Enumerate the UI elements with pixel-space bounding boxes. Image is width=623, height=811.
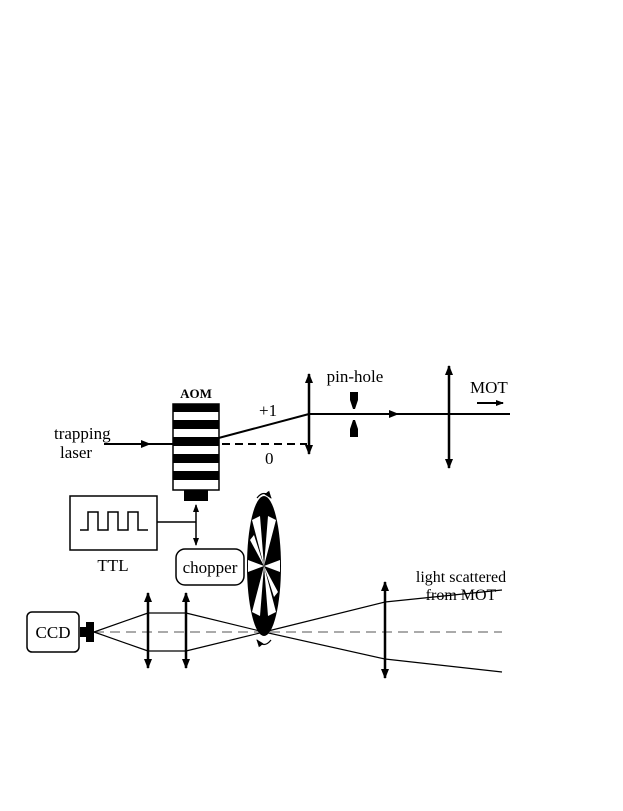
rotation-arrow-bottom [256, 639, 272, 648]
ttl-label: TTL [97, 556, 128, 575]
chopper-box [175, 548, 245, 586]
trapping-label: trapping [54, 424, 111, 443]
imaging-rays [93, 589, 503, 673]
ttl-box [69, 495, 158, 551]
laser-label: laser [60, 443, 92, 462]
mot-label: MOT [470, 378, 508, 397]
scatter-label-line1: light scattered [416, 569, 506, 586]
zero-order-label: 0 [265, 449, 274, 468]
aom-label: AOM [180, 386, 212, 401]
scatter-label-line2: from MOT [426, 587, 497, 604]
ccd-sensor [80, 622, 94, 642]
pinhole-label: pin-hole [327, 367, 384, 386]
ttl-pulse-waveform [80, 511, 148, 531]
chopper-label: chopper [183, 558, 238, 577]
ccd-box [26, 611, 80, 653]
ccd-label: CCD [36, 623, 71, 642]
first-order-beam [195, 413, 310, 445]
aom-crystal [172, 403, 220, 501]
pinhole [350, 392, 358, 437]
chopper-wheel [247, 496, 281, 636]
rotation-arrow-top [256, 490, 272, 499]
aom-transducer [184, 490, 208, 501]
plus-one-label: +1 [259, 401, 277, 420]
